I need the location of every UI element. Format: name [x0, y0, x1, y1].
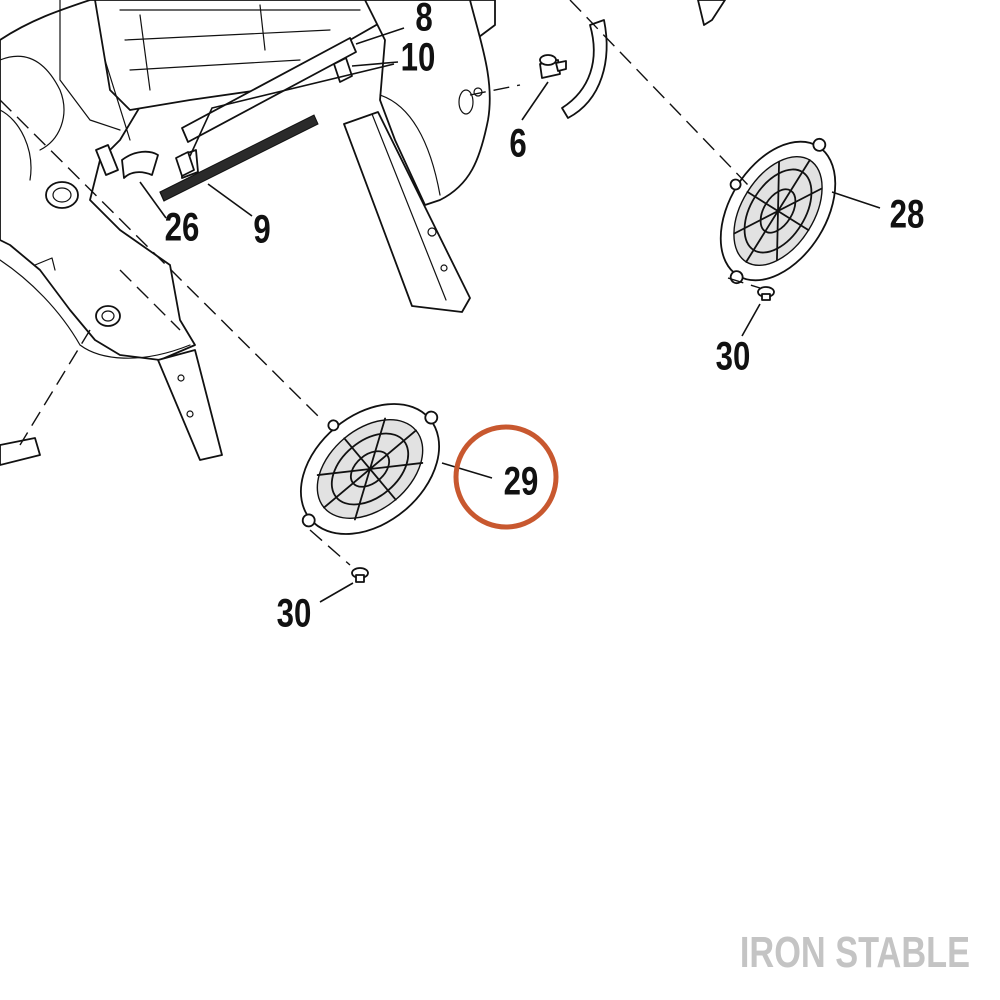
highlight-ring: [453, 424, 559, 530]
part-8-rail: [181, 37, 357, 143]
callout-8: 8: [415, 0, 432, 39]
vertical-bracket: [343, 111, 471, 313]
callout-10: 10: [401, 35, 436, 80]
part-9-strip: [159, 114, 319, 202]
outer-fairing-shell: [364, 0, 608, 206]
part-6-fastener: [539, 54, 567, 79]
part-28-speaker-grille: [719, 137, 837, 285]
iron-stable-watermark: IRON STABLE: [739, 928, 970, 977]
callout-30-upper: 30: [716, 334, 751, 379]
callout-28: 28: [890, 192, 925, 237]
part-30-screw-lower: [351, 567, 369, 583]
callout-29: 29: [504, 459, 539, 504]
part-29-speaker-grille: [299, 403, 441, 535]
callout-6: 6: [509, 121, 526, 166]
callout-9: 9: [253, 207, 270, 252]
leader-lines: [139, 27, 881, 603]
part-26-clip: [121, 150, 159, 179]
alignment-lines: [0, 0, 761, 566]
callout-26: 26: [165, 205, 200, 250]
callout-labels: 8 10 6 26 9 28 30 29 30: [165, 0, 925, 635]
part-30-screw-upper: [757, 286, 775, 301]
callout-30-lower: 30: [277, 591, 312, 636]
